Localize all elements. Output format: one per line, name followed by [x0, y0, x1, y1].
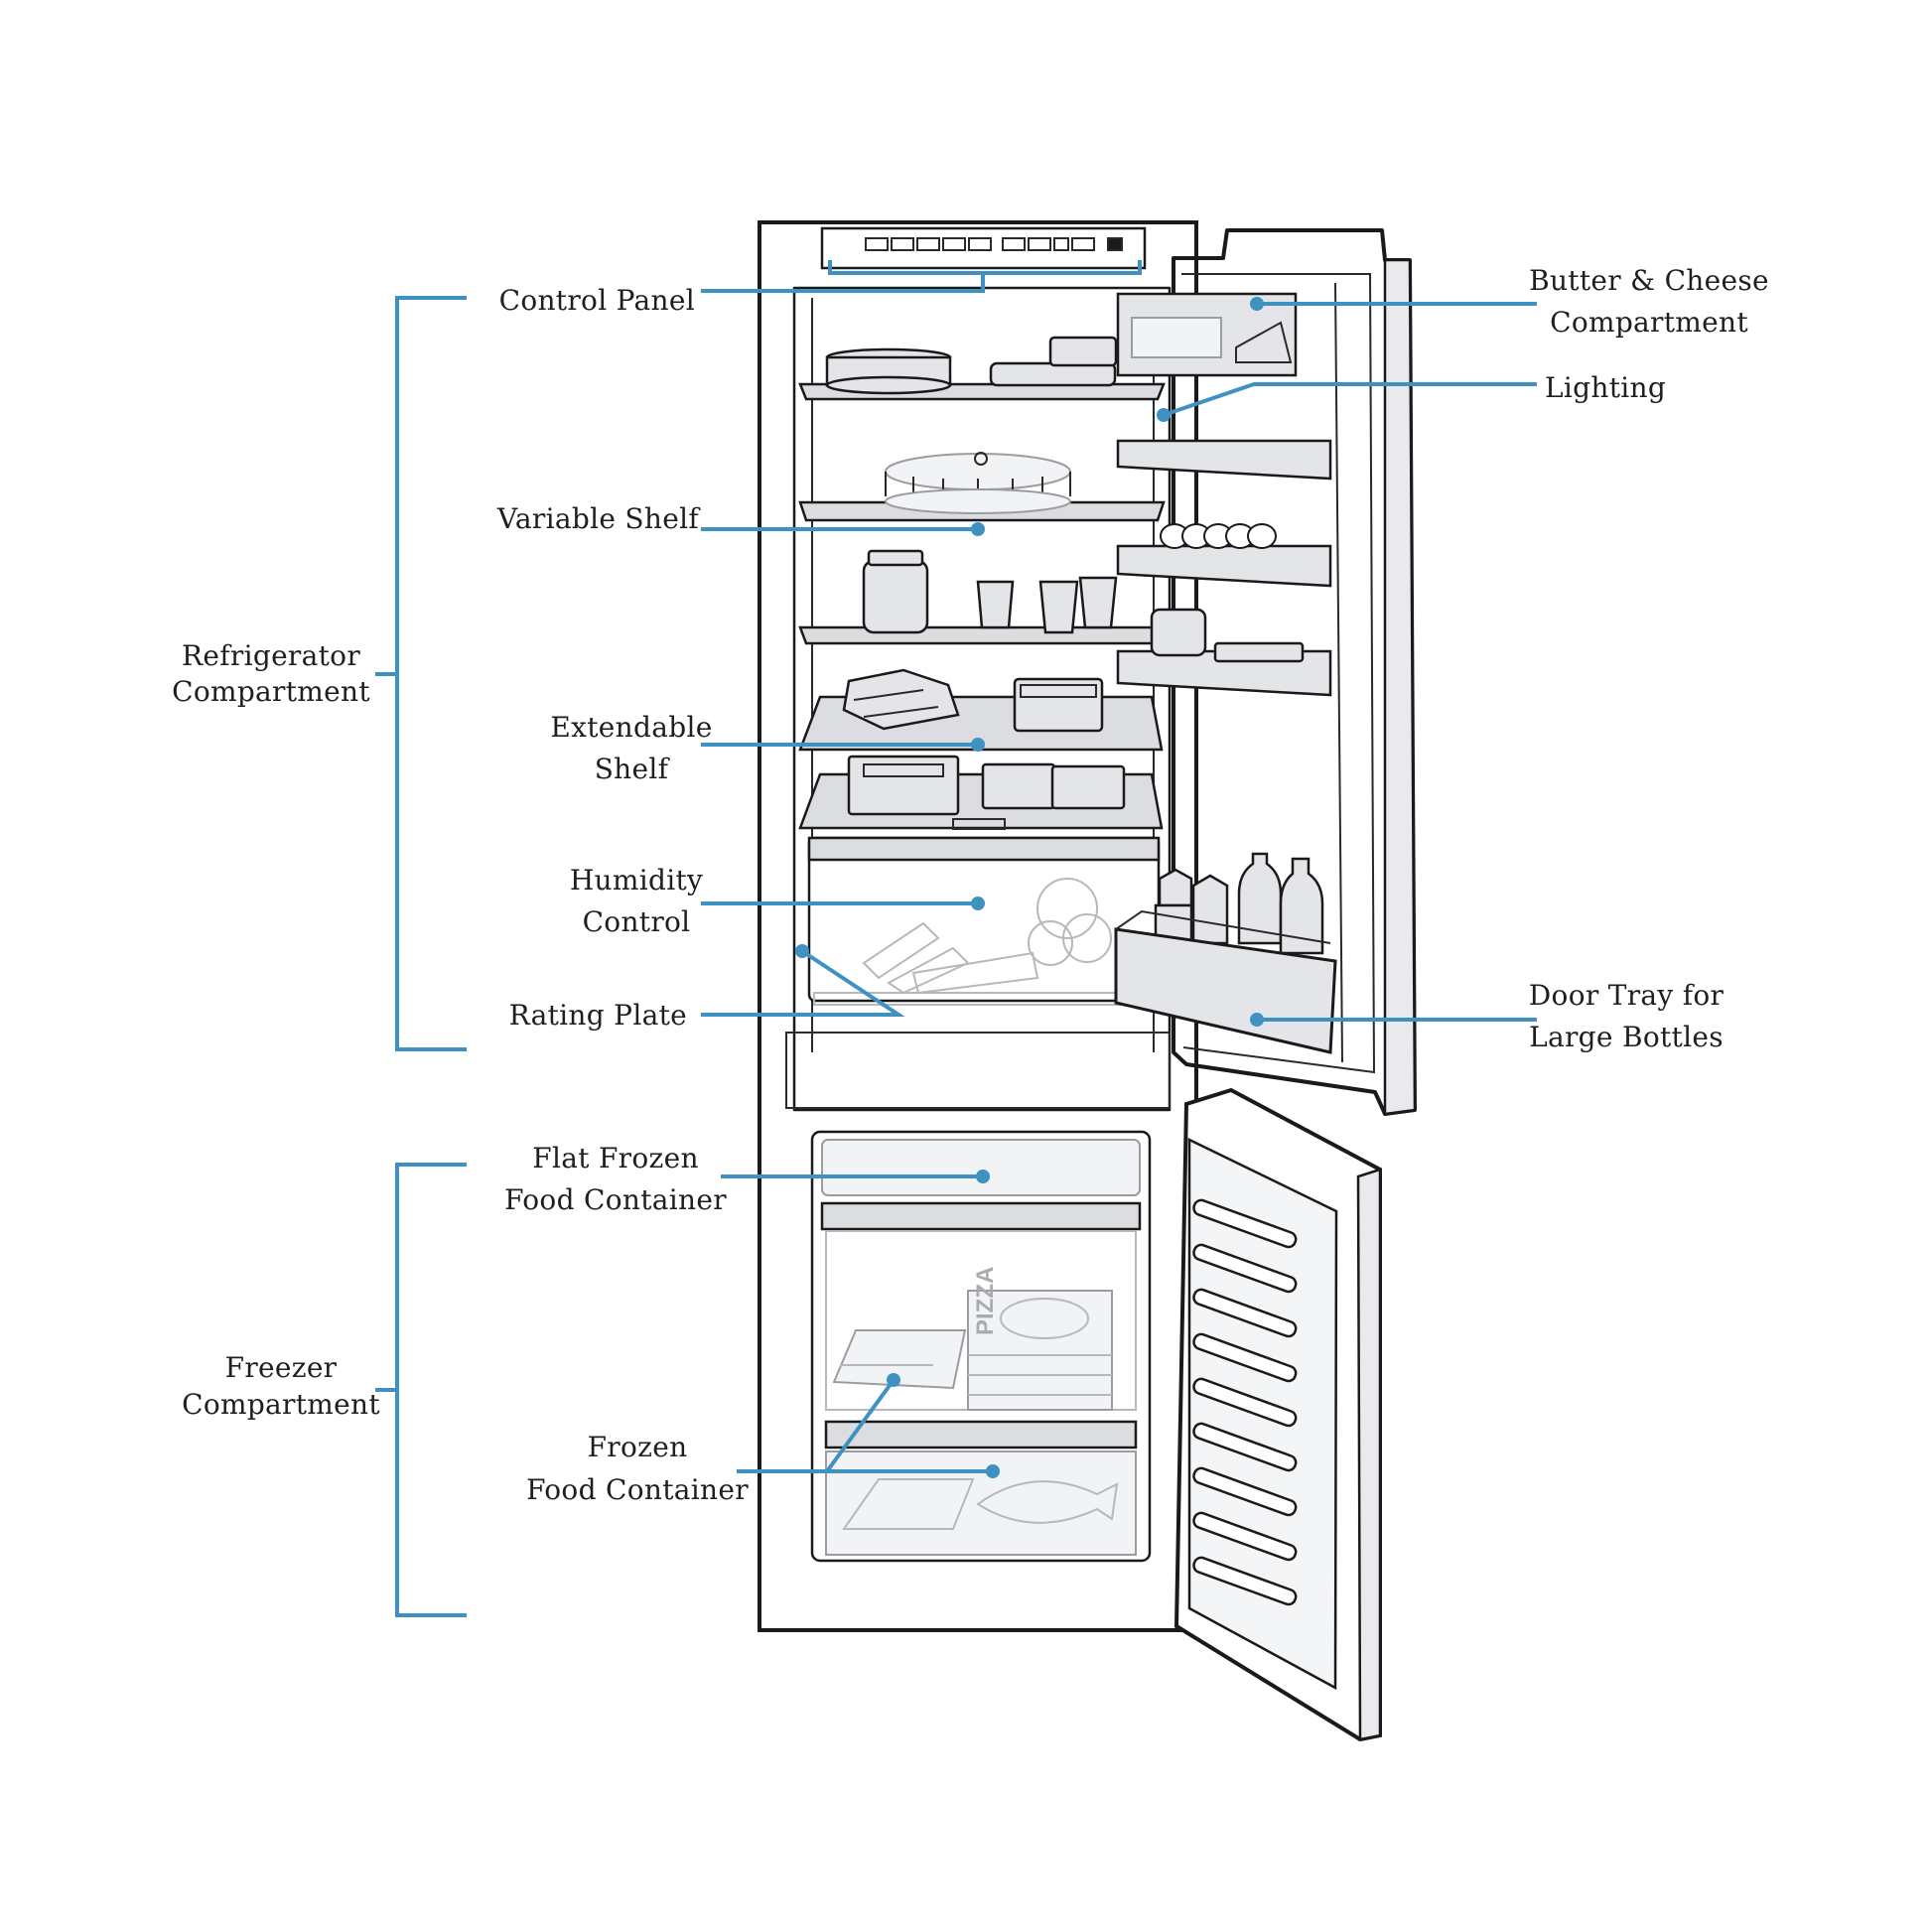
fridge-illustration: PIZZA [758, 220, 1417, 1742]
fridge-door [1114, 228, 1417, 1116]
frozen-label-line1: Frozen [588, 1431, 688, 1463]
freezer-bracket [375, 1163, 467, 1617]
rating-plate-label: Rating Plate [509, 999, 687, 1032]
control-panel-buttons [865, 237, 1123, 251]
extendable-shelf-label-line2: Shelf [595, 753, 671, 785]
freezer-compartment-label-line1: Freezer [225, 1351, 338, 1384]
freezer-door [1173, 1087, 1382, 1742]
lighting-label: Lighting [1545, 371, 1666, 404]
pizza-box: PIZZA [967, 1267, 1113, 1411]
flat-frozen-label-line1: Flat Frozen [532, 1142, 699, 1174]
crisper-drawer [807, 836, 1161, 1003]
control-panel-label: Control Panel [499, 284, 695, 317]
humidity-control-label-line1: Humidity [570, 864, 703, 897]
door-tray-label-line2: Large Bottles [1529, 1021, 1724, 1053]
lighting-callout [1163, 382, 1537, 417]
shelf-3 [798, 625, 1166, 645]
control-panel-strip [820, 226, 1147, 270]
vegetables [862, 878, 1112, 995]
labels: Control Panel Variable Shelf Extendable … [172, 264, 1769, 1506]
frozen-callout [737, 1378, 993, 1473]
frozen-label-line2: Food Container [526, 1473, 749, 1506]
frozen-bags [832, 1329, 967, 1390]
pizza-box-text: PIZZA [972, 1267, 999, 1335]
refrigerator-compartment-label-line1: Refrigerator [182, 639, 360, 672]
butter-cheese-label-line1: Butter & Cheese [1529, 264, 1769, 297]
extendable-shelf-label-line1: Extendable [550, 711, 712, 744]
door-tray-label-line1: Door Tray for [1529, 979, 1725, 1012]
rating-plate-callout [701, 949, 905, 1017]
freezer-compartment-label-line2: Compartment [182, 1388, 380, 1421]
flat-frozen-label-line2: Food Container [504, 1183, 727, 1216]
variable-shelf-label: Variable Shelf [496, 502, 701, 535]
refrigerator-bracket [375, 296, 467, 1051]
refrigerator-compartment-label-line2: Compartment [172, 675, 370, 708]
control-panel-callout [701, 260, 1142, 293]
callout-lines [375, 260, 1537, 1617]
humidity-control-label-line2: Control [583, 905, 691, 938]
butter-cheese-label-line2: Compartment [1550, 306, 1748, 339]
